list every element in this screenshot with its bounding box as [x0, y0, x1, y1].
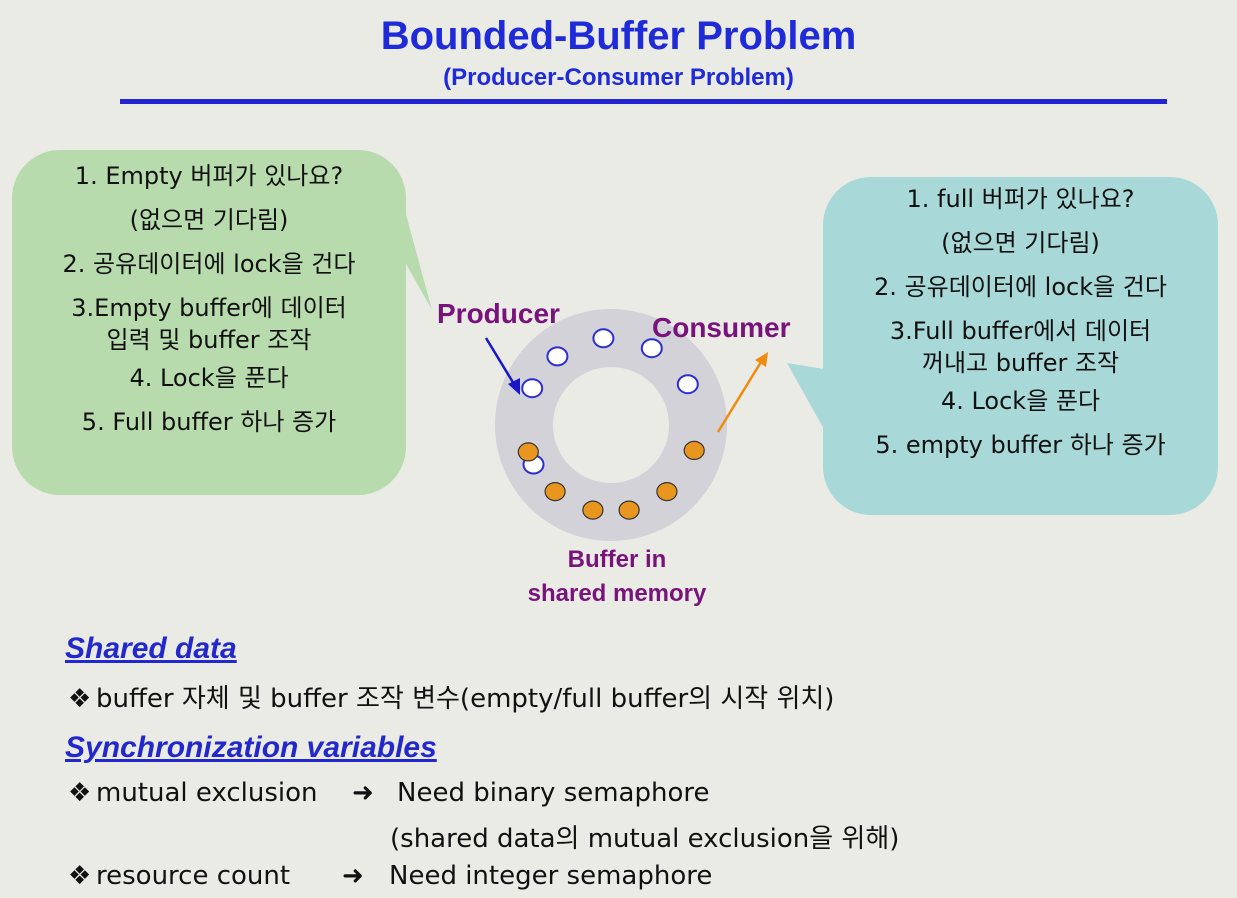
full-slot — [544, 482, 566, 502]
producer-step-1-note: (없으면 기다림) — [129, 206, 289, 234]
consumer-step-4: 4. Lock을 푼다 — [940, 387, 1101, 415]
title-underline — [120, 99, 1167, 104]
producer-step-3: 3.Empty buffer에 데이터 — [71, 294, 347, 322]
shared-data-heading: Shared data — [65, 632, 237, 665]
empty-slot — [521, 378, 544, 399]
buffer-label-line2: shared memory — [527, 580, 707, 607]
producer-steps-bubble: 1. Empty 버퍼가 있나요? (없으면 기다림) 2. 공유데이터에 lo… — [12, 150, 406, 495]
resource-term: resource count — [96, 861, 291, 891]
resource-need: Need integer semaphore — [389, 861, 713, 891]
empty-slot — [522, 454, 545, 475]
full-slot — [582, 500, 604, 520]
consumer-arrow — [716, 352, 768, 433]
consumer-label: Consumer — [652, 312, 791, 343]
producer-step-4: 4. Lock을 푼다 — [129, 364, 289, 392]
bullet-diamond-icon: ❖ — [68, 684, 92, 714]
consumer-steps-bubble: 1. full 버퍼가 있나요? (없으면 기다림) 2. 공유데이터에 loc… — [823, 177, 1218, 515]
buffer-label-line1: Buffer in — [567, 546, 667, 573]
slide-subtitle: (Producer-Consumer Problem) — [443, 64, 794, 91]
mutex-note: (shared data의 mutual exclusion을 위해) — [390, 824, 900, 854]
consumer-step-3: 3.Full buffer에서 데이터 — [889, 317, 1152, 345]
producer-label: Producer — [437, 298, 560, 329]
mutex-term: mutual exclusion — [96, 778, 318, 808]
producer-step-3-cont: 입력 및 buffer 조작 — [106, 326, 312, 354]
consumer-step-1: 1. full 버퍼가 있나요? — [906, 185, 1135, 213]
consumer-step-1-note: (없으면 기다림) — [941, 229, 1100, 257]
buffer-ring — [495, 309, 727, 541]
sync-bullet-resource: ❖resource count — [68, 861, 290, 891]
sync-vars-heading: Synchronization variables — [65, 731, 437, 764]
bullet-diamond-icon: ❖ — [68, 778, 92, 808]
resource-arrow-icon: ➜ — [342, 861, 364, 891]
sync-bullet-mutex: ❖mutual exclusion — [68, 778, 318, 808]
slide-title: Bounded-Buffer Problem — [380, 14, 857, 58]
full-slot — [517, 442, 539, 462]
full-slot — [618, 500, 640, 520]
ring-buffer — [495, 309, 727, 541]
shared-data-bullet: ❖buffer 자체 및 buffer 조작 변수(empty/full buf… — [68, 678, 834, 715]
consumer-step-2: 2. 공유데이터에 lock을 건다 — [874, 273, 1167, 301]
empty-slot — [676, 374, 699, 395]
consumer-step-3-cont: 꺼내고 buffer 조작 — [921, 349, 1120, 377]
producer-step-2: 2. 공유데이터에 lock을 건다 — [62, 250, 356, 278]
producer-step-5: 5. Full buffer 하나 증가 — [81, 408, 337, 436]
empty-slot — [546, 346, 569, 367]
full-slot — [656, 482, 678, 502]
producer-arrow — [484, 337, 520, 395]
mutex-arrow-icon: ➜ — [352, 778, 374, 808]
consumer-step-5: 5. empty buffer 하나 증가 — [875, 431, 1166, 459]
bullet-diamond-icon: ❖ — [68, 861, 92, 891]
shared-data-text: buffer 자체 및 buffer 조작 변수(empty/full buff… — [96, 684, 835, 714]
full-slot — [683, 440, 705, 460]
producer-step-1: 1. Empty 버퍼가 있나요? — [74, 162, 344, 190]
mutex-need: Need binary semaphore — [397, 778, 710, 808]
empty-slot — [592, 328, 615, 349]
